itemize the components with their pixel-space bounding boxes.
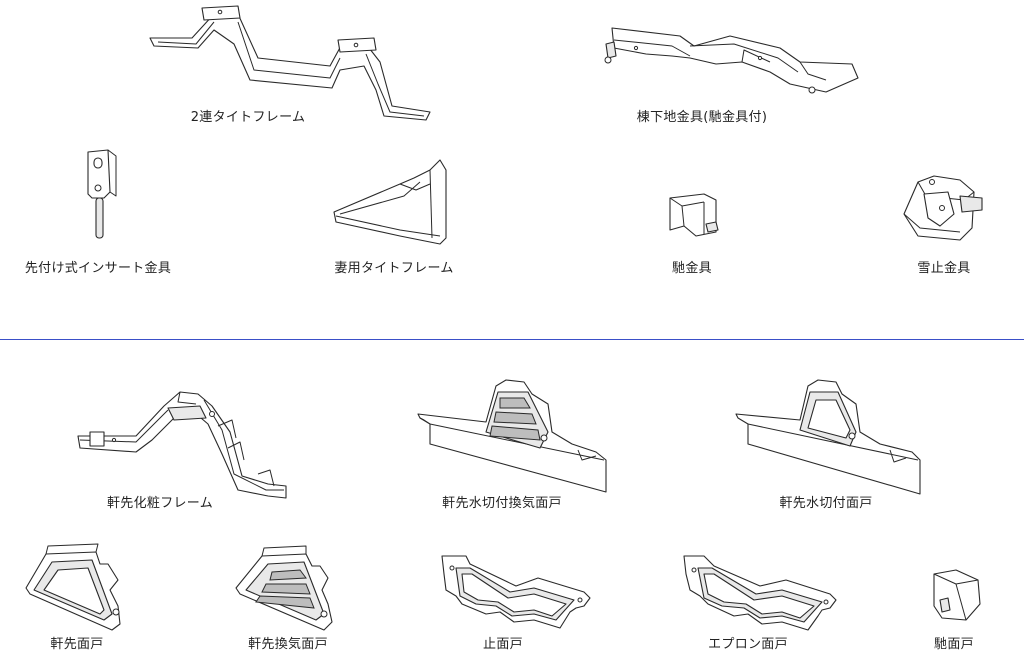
eaves-flashing-closure-drawing xyxy=(735,379,921,495)
apron-closure-drawing xyxy=(683,555,837,631)
label-eaves-flashing-closure: 軒先水切付面戸 xyxy=(779,496,873,511)
label-stop-closure: 止面戸 xyxy=(483,637,523,652)
seam-closure-drawing xyxy=(933,569,981,621)
label-gable-tight-frame: 妻用タイトフレーム xyxy=(334,261,454,276)
ridge-base-bracket-drawing xyxy=(604,27,859,94)
label-eaves-trim-frame: 軒先化粧フレーム xyxy=(106,496,214,511)
label-apron-closure: エプロン面戸 xyxy=(708,637,788,652)
insert-bracket-drawing xyxy=(87,149,117,239)
label-insert-bracket: 先付け式インサート金具 xyxy=(24,261,172,276)
label-eaves-closure: 軒先面戸 xyxy=(50,637,104,652)
double-tight-frame-drawing xyxy=(149,5,431,121)
seam-bracket-drawing xyxy=(669,193,719,237)
label-ridge-base-bracket: 棟下地金具(馳金具付) xyxy=(636,110,768,125)
section-divider xyxy=(0,339,1024,340)
snow-stop-bracket-drawing xyxy=(903,175,983,241)
eaves-closure-drawing xyxy=(25,543,121,631)
stop-closure-drawing xyxy=(441,555,591,629)
label-seam-closure: 馳面戸 xyxy=(934,637,974,652)
label-seam-bracket: 馳金具 xyxy=(672,261,712,276)
eaves-vent-closure-drawing xyxy=(235,545,333,631)
label-double-tight-frame: 2連タイトフレーム xyxy=(190,110,306,125)
eaves-flashing-vent-closure-drawing xyxy=(417,379,607,493)
label-snow-stop-bracket: 雪止金具 xyxy=(917,261,971,276)
label-eaves-flashing-vent-closure: 軒先水切付換気面戸 xyxy=(442,496,562,511)
eaves-trim-frame-drawing xyxy=(77,391,287,499)
gable-tight-frame-drawing xyxy=(333,159,447,245)
label-eaves-vent-closure: 軒先換気面戸 xyxy=(248,637,328,652)
